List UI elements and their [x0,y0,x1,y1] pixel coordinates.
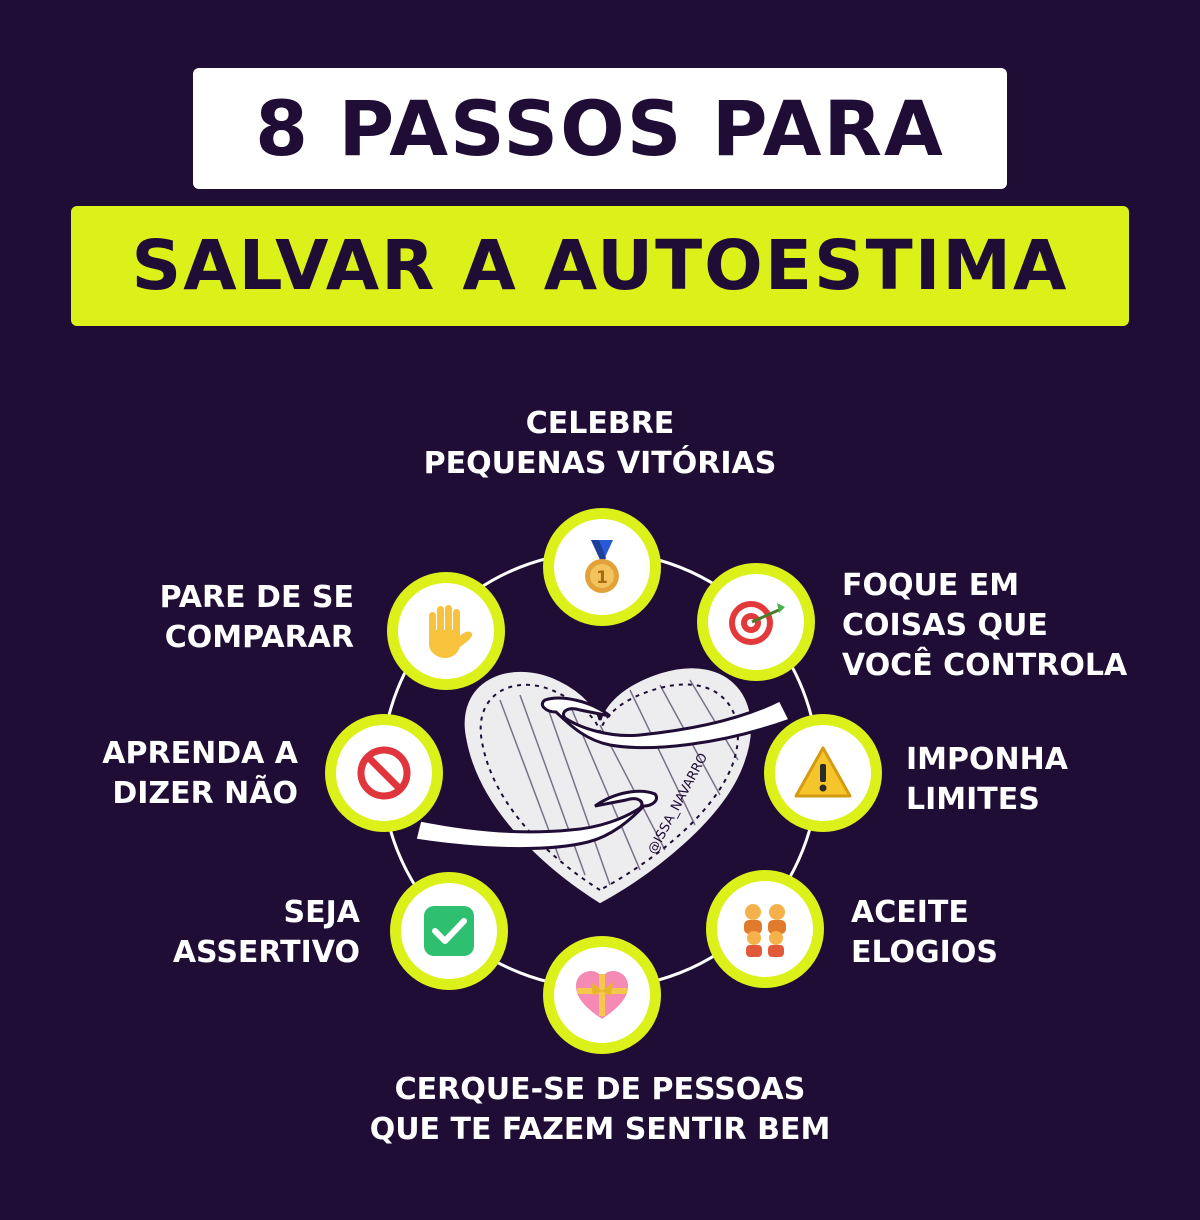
target-icon [729,601,785,645]
step-node-surround [543,936,661,1054]
heart-shape [461,665,754,907]
warning-icon [794,746,852,798]
title-line2: SALVAR A AUTOESTIMA [131,226,1069,306]
title-box: 8 PASSOS PARA [193,68,1007,189]
svg-text:1: 1 [596,568,608,588]
step-node-say-no [325,714,443,832]
step-label-surround: CERQUE-SE DE PESSOAS QUE TE FAZEM SENTIR… [369,1072,831,1147]
no-entry-icon [357,746,411,800]
top-hand [540,696,793,750]
family-icon [744,904,786,957]
step-node-focus [697,563,815,681]
step-node-limits [764,714,882,832]
step-node-compliments [706,870,824,988]
step-label-celebrate: CELEBRE PEQUENAS VITÓRIAS [423,406,777,481]
step-label-say-no: APRENDA A DIZER NÃO [102,736,298,811]
title-line1: 8 PASSOS PARA [255,84,945,173]
bottom-hand [413,789,659,851]
medal-icon: 1 [585,540,619,593]
heart-gift-icon [576,971,628,1019]
raised-hand-icon [429,605,473,658]
step-node-assertive [390,872,508,990]
heart-hug-illustration: @ISSA_NAVARRO [413,665,793,907]
step-node-celebrate: 1 [543,508,661,626]
step-label-compare: PARE DE SE COMPARAR [159,580,354,655]
subtitle-box: SALVAR A AUTOESTIMA [71,206,1129,326]
step-label-compliments: ACEITE ELOGIOS [851,895,998,970]
step-label-focus: FOQUE EM COISAS QUE VOCÊ CONTROLA [842,568,1128,683]
step-node-compare [387,572,505,690]
check-icon [424,906,474,956]
step-label-assertive: SEJA ASSERTIVO [172,895,360,970]
step-label-limits: IMPONHA LIMITES [906,742,1068,817]
